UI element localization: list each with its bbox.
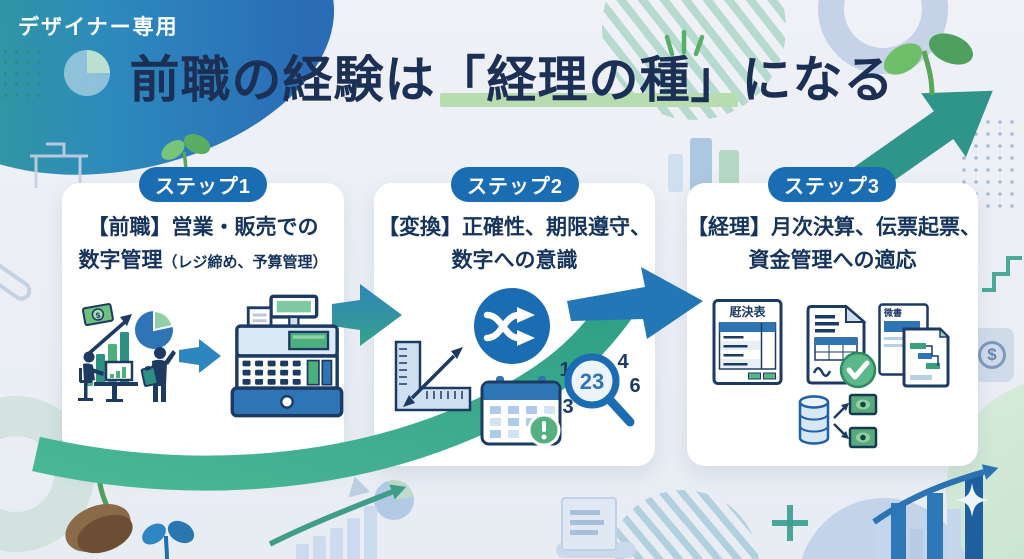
magnifier-numbers-icon: 1 4 6 3 23 bbox=[559, 351, 641, 427]
page-title: 前職の経験は「経理の種」になる bbox=[129, 52, 895, 108]
desk-outline-icon bbox=[30, 142, 88, 188]
zigzag-line-icon bbox=[982, 256, 1022, 292]
cash-distribution-icon bbox=[798, 393, 878, 449]
svg-text:6: 6 bbox=[629, 375, 640, 397]
step1-text: 【前職】営業・販売での 数字管理（レジ締め、予算管理） bbox=[78, 216, 328, 272]
corner-ribbon-label: デザイナー専用 bbox=[18, 16, 179, 39]
svg-text:屘決表: 屘決表 bbox=[729, 304, 766, 319]
check-circle-icon bbox=[839, 351, 877, 389]
step3-text: 【経理】月次決算、伝票起票、 資金管理への適応 bbox=[687, 216, 981, 272]
sparkle-lines-icon bbox=[664, 29, 705, 57]
growth-chart-icon bbox=[872, 464, 999, 559]
calendar-deadline-icon bbox=[480, 376, 562, 447]
svg-text:$: $ bbox=[95, 311, 101, 321]
document-pair-gantt-icon: 微書 bbox=[878, 303, 950, 388]
step1-badge: ステップ1 bbox=[139, 167, 267, 202]
ruler-measure-icon bbox=[394, 340, 472, 412]
dot-grid-decor bbox=[0, 46, 48, 104]
step3-badge: ステップ3 bbox=[768, 167, 896, 202]
svg-text:1: 1 bbox=[559, 359, 570, 381]
svg-text:4: 4 bbox=[617, 351, 629, 373]
flow-arrow-icon bbox=[332, 284, 402, 346]
svg-text:23: 23 bbox=[580, 369, 604, 394]
cash-register-icon bbox=[230, 294, 344, 418]
bar-chart-arrow-icon bbox=[268, 484, 407, 559]
financial-statement-icon: 屘決表 bbox=[712, 299, 783, 385]
flow-arrow-icon bbox=[567, 267, 703, 339]
step2-badge: ステップ2 bbox=[451, 167, 579, 202]
person-at-desk-icon bbox=[78, 351, 138, 402]
arrow-right-icon bbox=[179, 339, 221, 373]
shuffle-icon bbox=[474, 288, 550, 364]
svg-text:3: 3 bbox=[562, 396, 573, 418]
plus-icon bbox=[772, 505, 808, 541]
blue-sprout-icon bbox=[142, 520, 195, 559]
pie-chart-icon bbox=[64, 50, 110, 96]
pie-chart-icon bbox=[135, 309, 174, 349]
faint-bar-chart-icon bbox=[668, 138, 739, 192]
svg-text:微書: 微書 bbox=[883, 307, 902, 318]
faint-document-icon bbox=[556, 497, 636, 558]
title-highlight: 「経理の種」 bbox=[435, 52, 742, 108]
step2-text: 【変換】正確性、期限遵守、 数字への意識 bbox=[378, 216, 651, 272]
green-swoosh-ribbon bbox=[32, 297, 633, 491]
person-with-clipboard-icon bbox=[140, 347, 176, 402]
